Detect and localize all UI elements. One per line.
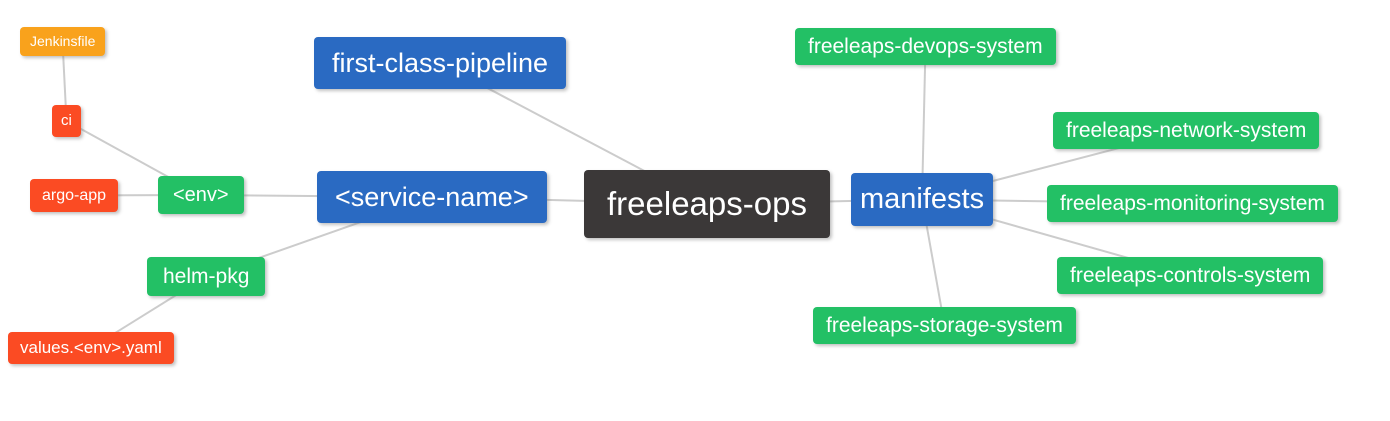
mindmap-node-env[interactable]: <env> [158,176,244,214]
mindmap-node-freeleaps-storage-system[interactable]: freeleaps-storage-system [813,307,1076,345]
mindmap-node-first-class-pipeline[interactable]: first-class-pipeline [314,37,567,90]
mindmap-node-jenkinsfile[interactable]: Jenkinsfile [20,27,106,56]
mindmap-node-argo-app[interactable]: argo-app [30,179,119,213]
mindmap-node-freeleaps-network-system[interactable]: freeleaps-network-system [1053,112,1320,150]
mindmap-node-freeleaps-ops[interactable]: freeleaps-ops [584,170,830,238]
mindmap-node-freeleaps-controls-system[interactable]: freeleaps-controls-system [1057,257,1324,295]
mindmap-node-manifests[interactable]: manifests [851,173,994,226]
mindmap-node-values-env-yaml[interactable]: values.<env>.yaml [8,332,174,365]
mindmap-node-service-name[interactable]: <service-name> [317,171,547,224]
mindmap-node-freeleaps-monitoring-system[interactable]: freeleaps-monitoring-system [1047,185,1338,223]
mindmap-node-ci[interactable]: ci [52,105,81,137]
mindmap-node-helm-pkg[interactable]: helm-pkg [147,257,266,297]
mindmap-node-freeleaps-devops-system[interactable]: freeleaps-devops-system [795,28,1056,66]
